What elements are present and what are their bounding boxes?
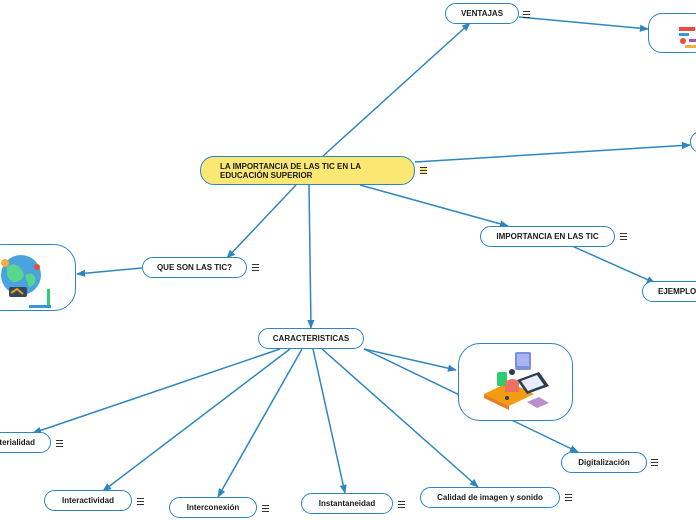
que-son-image-node[interactable] (0, 244, 76, 311)
node-caracteristicas-label: CARACTERISTICAS (272, 334, 350, 343)
central-topic-line-2: EDUCACIÓN SUPERIOR (220, 170, 313, 180)
notes-icon[interactable] (420, 167, 427, 174)
notes-icon[interactable] (137, 498, 144, 505)
node-caracteristicas[interactable]: CARACTERISTICAS (258, 328, 364, 349)
node-interactividad[interactable]: Interactividad (44, 490, 132, 511)
connector-right-node (414, 141, 691, 163)
connector-ventajas (322, 22, 471, 157)
connector-instantaneidad (312, 348, 347, 494)
notes-icon[interactable] (565, 494, 572, 501)
connector-importancia (359, 184, 509, 228)
ventajas-image-node[interactable] (648, 13, 696, 53)
node-interactividad-label: Interactividad (61, 496, 114, 505)
node-importancia-label: IMPORTANCIA EN LAS TIC (496, 232, 599, 241)
central-topic-text: LA IMPORTANCIA DE LAS TIC EN LA EDUCACIÓ… (220, 162, 361, 180)
notes-icon[interactable] (252, 264, 259, 271)
node-digitalizacion-label: Digitalización (578, 458, 630, 467)
node-que-son-label: QUE SON LAS TIC? (156, 263, 233, 272)
node-inmaterialidad[interactable]: terialidad (0, 432, 51, 453)
node-calidad[interactable]: Calidad de imagen y sonido (420, 487, 560, 508)
connector-calidad (321, 348, 479, 488)
node-calidad-label: Calidad de imagen y sonido (437, 493, 543, 502)
connector-que-son-image (76, 267, 143, 277)
infographic-illustration (679, 27, 696, 48)
connector-inmaterialidad (32, 348, 281, 434)
notes-icon[interactable] (398, 501, 405, 508)
connector-ventajas-image (518, 16, 649, 32)
node-ventajas-label: VENTAJAS (460, 9, 504, 18)
node-interconexion[interactable]: Interconexión (169, 497, 257, 518)
notes-icon[interactable] (262, 505, 269, 512)
notes-icon[interactable] (523, 11, 530, 18)
node-interconexion-label: Interconexión (186, 503, 240, 512)
notes-icon[interactable] (620, 233, 627, 240)
connector-que-son (226, 184, 297, 259)
node-importancia[interactable]: IMPORTANCIA EN LAS TIC (480, 226, 615, 247)
node-ejemplo-label: EJEMPLO (658, 287, 696, 296)
connector-ejemplo (571, 245, 656, 284)
caracteristicas-image-node[interactable] (458, 343, 573, 421)
notes-icon[interactable] (651, 459, 658, 466)
node-ventajas[interactable]: VENTAJAS (445, 3, 519, 24)
node-instantaneidad[interactable]: Instantaneidad (301, 493, 393, 514)
node-instantaneidad-label: Instantaneidad (318, 499, 376, 508)
node-ejemplo[interactable]: EJEMPLO (642, 281, 696, 302)
node-que-son[interactable]: QUE SON LAS TIC? (142, 257, 247, 278)
connector-interactividad (102, 348, 291, 492)
node-inmaterialidad-label: terialidad (0, 438, 35, 447)
connector-interconexion (217, 348, 303, 498)
devices-illustration (484, 352, 549, 410)
connector-caracteristicas (307, 184, 315, 329)
connector-caracteristicas-image (363, 348, 457, 372)
central-topic-line-1: LA IMPORTANCIA DE LAS TIC EN LA (220, 161, 362, 171)
node-digitalizacion[interactable]: Digitalización (561, 452, 647, 473)
central-topic-node[interactable]: LA IMPORTANCIA DE LAS TIC EN LA EDUCACIÓ… (200, 156, 415, 185)
globe-tech-illustration (1, 255, 51, 308)
notes-icon[interactable] (56, 440, 63, 447)
